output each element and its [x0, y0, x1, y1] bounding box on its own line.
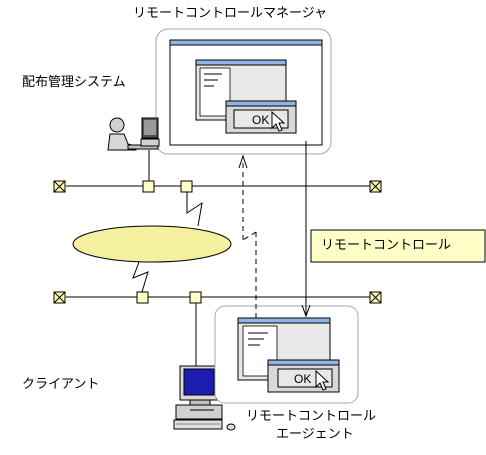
cursor-arrow-icon	[271, 110, 286, 132]
lower-network	[53, 261, 382, 368]
upper-network	[53, 150, 382, 227]
distribution-system-label: 配布管理システム	[22, 75, 126, 90]
lower-right-terminator	[369, 291, 382, 304]
agent-dialog: OK	[267, 359, 340, 393]
lower-node-client	[189, 291, 202, 304]
client-label: クライアント	[22, 377, 100, 392]
agent-ok-label: OK	[294, 372, 311, 386]
upper-node-pc	[142, 180, 155, 193]
agent-panel: OK	[214, 305, 359, 404]
remote-control-box-label: リモートコントロール	[321, 238, 452, 253]
manager-dialog: OK	[225, 100, 297, 134]
client-pc-icon	[173, 365, 236, 431]
upper-wan-link	[186, 192, 203, 227]
lower-node-wan	[136, 291, 149, 304]
manager-title: リモートコントロールマネージャ	[133, 6, 328, 21]
agent-label-line2: エージェント	[276, 427, 354, 442]
screen-arrow-up-dashed	[238, 154, 257, 318]
upper-right-terminator	[369, 180, 382, 193]
manager-panel: OK	[155, 28, 332, 155]
lower-left-terminator	[53, 291, 66, 304]
agent-label-line1: リモートコントロール	[246, 409, 377, 424]
control-arrow-down	[301, 141, 311, 318]
operator-pc-icon	[107, 117, 160, 151]
lower-wan-link	[132, 261, 149, 293]
cursor-arrow-icon	[315, 369, 330, 391]
remote-control-box	[310, 229, 486, 263]
upper-node-wan	[180, 180, 193, 193]
manager-ok-label: OK	[252, 113, 269, 127]
wan-cloud	[72, 225, 232, 263]
upper-left-terminator	[53, 180, 66, 193]
